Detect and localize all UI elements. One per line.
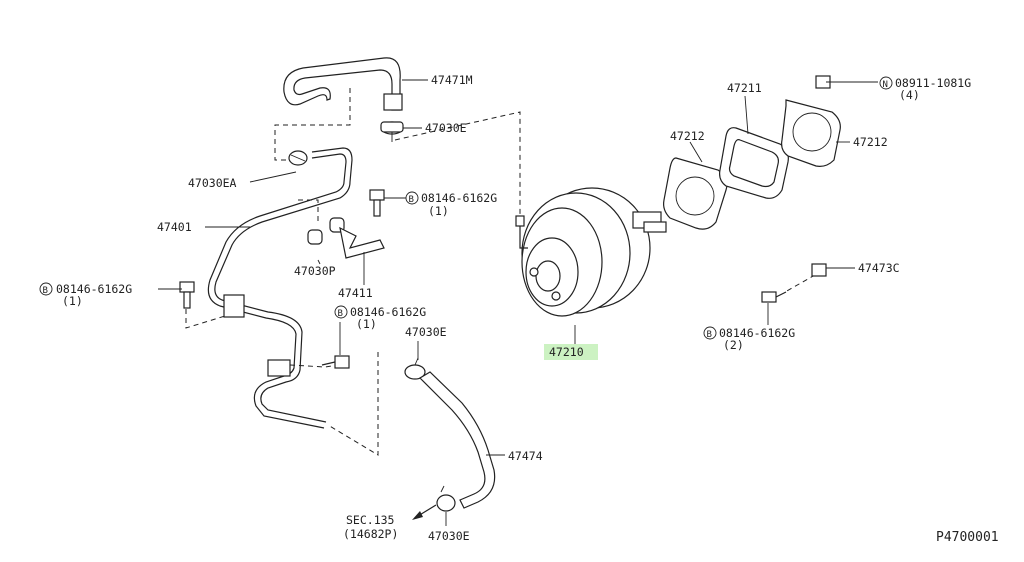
label-47030EA: 47030EA [188, 176, 237, 190]
label-47030E-top: 47030E [425, 121, 467, 135]
bolt-marker-b-letter: B [43, 286, 48, 296]
label-47030E-bottom: 47030E [428, 529, 470, 543]
bolt-marker-a-letter: B [409, 195, 414, 205]
bolt-marker-d [703, 326, 717, 340]
brake-booster-47210[interactable] [515, 187, 667, 317]
part-labels: 47471M 47030E 47030EA B 08146-6162G (1) … [39, 73, 999, 545]
label-47211: 47211 [727, 81, 762, 95]
label-47473C: 47473C [858, 261, 900, 275]
bolt-08146-b[interactable] [179, 281, 195, 309]
clamp-47030EA[interactable] [288, 150, 308, 166]
clamp-47030E-top[interactable] [380, 121, 404, 142]
label-08146-b: 08146-6162G [56, 282, 132, 296]
clamp-47030E-bottom[interactable] [436, 485, 456, 512]
label-47030E-middle: 47030E [405, 325, 447, 339]
label-sec135: SEC.135 [346, 513, 394, 527]
highlight-47210 [544, 344, 598, 360]
nut-47473C[interactable] [811, 263, 827, 277]
label-08146-a-qty: (1) [428, 204, 449, 218]
bracket-47411[interactable] [339, 226, 385, 259]
bolt-marker-c [334, 305, 348, 319]
spacer-47211[interactable] [719, 127, 789, 199]
clamp-47030E-middle[interactable] [404, 357, 426, 380]
diagram-id: P4700001 [936, 530, 999, 545]
label-08911: 08911-1081G [895, 76, 971, 90]
dashed-guide-lines [185, 88, 816, 456]
label-08146-c: 08146-6162G [350, 305, 426, 319]
bolt-08146-a[interactable] [369, 189, 385, 217]
bolt-08146-c[interactable] [321, 355, 350, 369]
label-47212-right: 47212 [853, 135, 888, 149]
tube-47401[interactable] [207, 147, 353, 429]
gasket-47212-left[interactable] [663, 157, 728, 230]
label-08146-d: 08146-6162G [719, 326, 795, 340]
label-08146-d-qty: (2) [723, 338, 744, 352]
bolt-marker-d-letter: B [707, 330, 712, 340]
label-08911-qty: (4) [899, 88, 920, 102]
label-sec135-ref: (14682P) [343, 527, 398, 541]
label-47474: 47474 [508, 449, 543, 463]
label-47401: 47401 [157, 220, 192, 234]
hose-47471M[interactable] [283, 57, 403, 111]
label-47212-left: 47212 [670, 129, 705, 143]
label-08146-b-qty: (1) [62, 294, 83, 308]
label-47210[interactable]: 47210 [549, 345, 584, 359]
bolt-marker-b [39, 282, 53, 296]
hose-47474[interactable] [419, 371, 496, 509]
sec135-arrow [412, 504, 437, 520]
label-47030P: 47030P [294, 264, 336, 278]
gasket-47212-right[interactable] [781, 99, 841, 167]
label-47471M: 47471M [431, 73, 473, 87]
bolt-08146-d[interactable] [761, 291, 787, 303]
leader-lines [158, 79, 878, 526]
nut-marker [879, 76, 893, 90]
nut-marker-letter: N [883, 80, 888, 90]
label-08146-a: 08146-6162G [421, 191, 497, 205]
label-08146-c-qty: (1) [356, 317, 377, 331]
bolt-marker-a [405, 191, 419, 205]
label-47411: 47411 [338, 286, 373, 300]
clip-47030P[interactable] [307, 217, 345, 245]
bolt-marker-c-letter: B [338, 309, 343, 319]
